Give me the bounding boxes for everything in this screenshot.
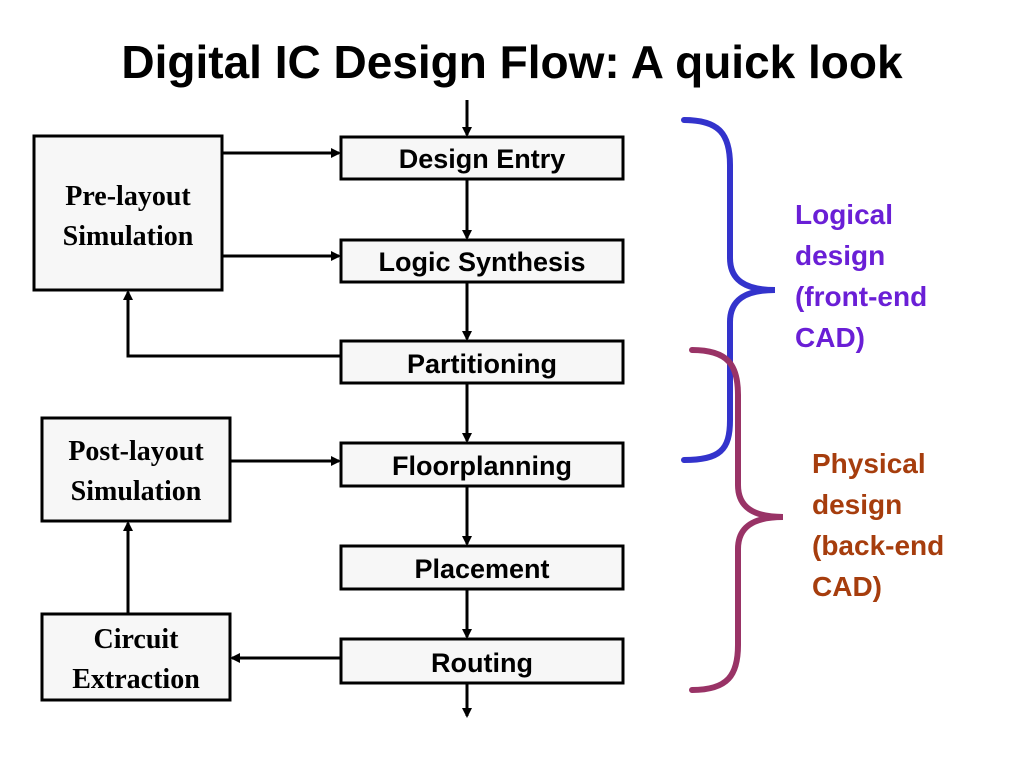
logical-label-line: CAD) <box>795 322 865 353</box>
side-box-line: Simulation <box>71 476 202 507</box>
side-box-line: Extraction <box>72 664 200 695</box>
logical-design-bracket <box>681 117 776 463</box>
physical-label-line: design <box>812 489 902 520</box>
flow-step-box <box>339 339 625 385</box>
flow-step-label: Placement <box>414 554 549 584</box>
flow-step-label: Partitioning <box>407 349 557 379</box>
flow-step-floorplanning: Floorplanning <box>339 441 625 488</box>
flow-step-label: Design Entry <box>399 144 566 174</box>
logical-design-label: Logical design (front-end CAD) <box>795 199 927 353</box>
logical-label-line: Logical <box>795 199 893 230</box>
logical-label-line: design <box>795 240 885 271</box>
partitioning-feedback-arrow <box>123 290 341 358</box>
side-box <box>40 416 232 523</box>
physical-design-label: Physical design (back-end CAD) <box>812 448 944 602</box>
flow-step-partitioning: Partitioning <box>339 339 625 385</box>
flow-step-box <box>339 544 625 591</box>
physical-design-bracket <box>689 347 784 693</box>
physical-label-line: Physical <box>812 448 926 479</box>
flow-step-logic-synthesis: Logic Synthesis <box>339 238 625 284</box>
flow-step-label: Floorplanning <box>392 451 572 481</box>
flow-step-design-entry: Design Entry <box>339 135 625 181</box>
post-layout-simulation-box: Post-layout Simulation <box>40 416 232 523</box>
flow-step-label: Logic Synthesis <box>378 247 585 277</box>
flow-step-box <box>339 238 625 284</box>
physical-label-line: (back-end <box>812 530 944 561</box>
flow-step-box <box>339 135 625 181</box>
page-title: Digital IC Design Flow: A quick look <box>121 36 903 88</box>
side-box-line: Simulation <box>63 221 194 252</box>
circuit-extraction-box: Circuit Extraction <box>40 612 232 702</box>
flow-step-routing: Routing <box>339 637 625 685</box>
flow-step-placement: Placement <box>339 544 625 591</box>
flow-step-label: Routing <box>431 648 533 678</box>
side-box-line: Circuit <box>93 624 179 655</box>
side-box-line: Post-layout <box>68 436 204 467</box>
pre-layout-simulation-box: Pre-layout Simulation <box>32 134 224 292</box>
flow-step-box <box>339 441 625 488</box>
flow-step-box <box>339 637 625 685</box>
side-box <box>32 134 224 292</box>
side-box-line: Pre-layout <box>65 181 191 212</box>
physical-label-line: CAD) <box>812 571 882 602</box>
logical-label-line: (front-end <box>795 281 927 312</box>
side-box <box>40 612 232 702</box>
